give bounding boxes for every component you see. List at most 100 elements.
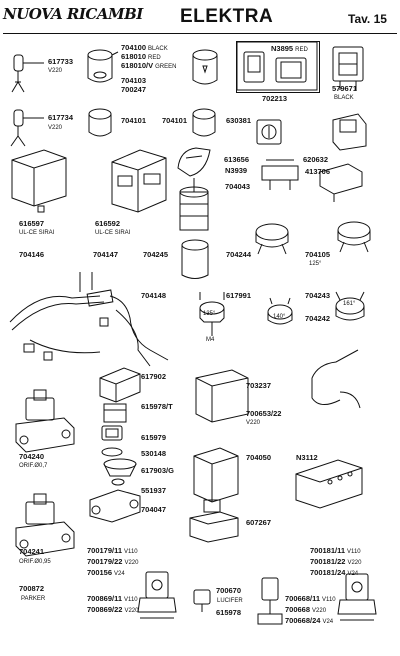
part-615978t: 615978/T [141,402,173,411]
thermostat-704243-drawing [335,291,365,321]
page-header: NUOVA RICAMBI ELEKTRA Tav. 15 [0,0,400,34]
lamp-704101-b-drawing [192,108,216,137]
part-617991: 617991 [226,291,252,300]
pressure-switch-616592-drawing [111,149,167,213]
glass-704245-drawing [181,239,209,279]
part-617733-note: V220 [48,68,63,74]
microswitch-413706-drawing [319,163,363,202]
part-704100-note: BLACK [148,46,168,52]
gauge-135-marking: 135° [203,311,216,317]
part-617733: 617733 [48,57,74,66]
part-700179-11-code: 700179/11 [87,546,123,555]
part-700668-note: V220 [312,608,327,614]
part-704241: 704241 [19,547,45,556]
part-702213: 702213 [262,94,288,103]
part-700179-22-note: V220 [124,560,139,566]
part-700668-code: 700668 [285,605,311,614]
solenoid-valve-704241-drawing [15,493,75,557]
part-700668-24-note: V24 [322,619,334,625]
part-n3895-note: RED [295,47,308,53]
part-700668-11-note: V110 [322,597,336,603]
solenoid-valve-700668-drawing [337,573,377,621]
rotary-switch-630381-drawing [256,119,282,145]
pressure-switch-616597-drawing [11,149,67,213]
part-704103: 704103 [121,76,147,85]
part-700869-22-note: V220 [124,608,139,614]
part-700181-24-note: V24 [347,571,359,577]
rotary-switch-704043-drawing [179,178,209,231]
gasket-615979-drawing [101,425,123,441]
part-616592-note: UL-CE SIRAI [95,230,131,236]
indicator-lamp-704103-drawing [192,49,218,85]
page-title: ELEKTRA [180,6,274,27]
part-704100-code: 704100 [121,43,147,52]
part-700247: 700247 [121,85,147,94]
header-divider [3,33,397,34]
part-700668-11-code: 700668/11 [285,594,321,603]
m4-marking: M4 [206,337,215,343]
coil-617902-drawing [99,367,141,403]
thermostat-704244-drawing [255,223,289,255]
part-700181-22-note: V220 [347,560,362,566]
part-704243: 704243 [305,291,331,300]
part-615979: 615979 [141,433,167,442]
lamp-704101-drawing [88,108,112,137]
ring-530148-drawing [101,447,123,457]
wiring-harness-drawing [9,272,169,367]
pump-704050-drawing [193,447,239,513]
part-704244: 704244 [226,250,252,259]
part-703237: 703237 [246,381,272,390]
part-607267: 607267 [246,518,272,527]
valve-assembly-617903g-drawing [89,458,141,523]
part-700179-11-note: V110 [124,549,138,555]
part-700156-code: 700156 [87,568,113,577]
solenoid-valve-704240-drawing [15,389,75,453]
solenoid-valve-lucifer-drawing [257,577,283,625]
part-704147: 704147 [93,250,119,259]
part-704245: 704245 [143,250,169,259]
part-704047: 704047 [141,505,167,514]
neon-lamp-617733-drawing [11,54,44,93]
thermostat-704242-drawing [267,297,293,325]
part-579671: 579671 [332,84,358,93]
part-704240-note: ORIF.Ø0,7 [19,463,48,469]
part-700872: 700872 [19,584,45,593]
part-704240: 704240 [19,452,45,461]
part-618010-code: 618010 [121,52,147,61]
part-700181-11-code: 700181/11 [310,546,346,555]
thermostat-704105-drawing [337,221,371,253]
table-number: Tav. 15 [348,12,387,26]
coil-615978-drawing [193,589,211,612]
part-700653-note: V220 [246,420,261,426]
part-617902: 617902 [141,372,167,381]
part-617734-note: V220 [48,125,63,131]
part-617903g: 617903/G [141,466,174,475]
part-551937: 551937 [141,486,167,495]
terminal-n3112-drawing [295,459,363,509]
part-704105-note: 125° [309,261,322,267]
gauge-161-marking: 161° [343,301,356,307]
part-616597-note: UL-CE SIRAI [19,230,55,236]
part-530148: 530148 [141,449,167,458]
part-700156-note: V24 [114,571,125,577]
neon-lamp-617734-drawing [10,109,44,147]
capillary-thermostat-drawing [311,349,361,409]
part-700179-22-code: 700179/22 [87,557,123,566]
part-704242: 704242 [305,314,331,323]
part-700869-11-note: V110 [124,597,138,603]
thermostat-617991-drawing [199,292,225,336]
part-700181-24-code: 700181/24 [310,568,346,577]
part-616597: 616597 [19,219,45,228]
